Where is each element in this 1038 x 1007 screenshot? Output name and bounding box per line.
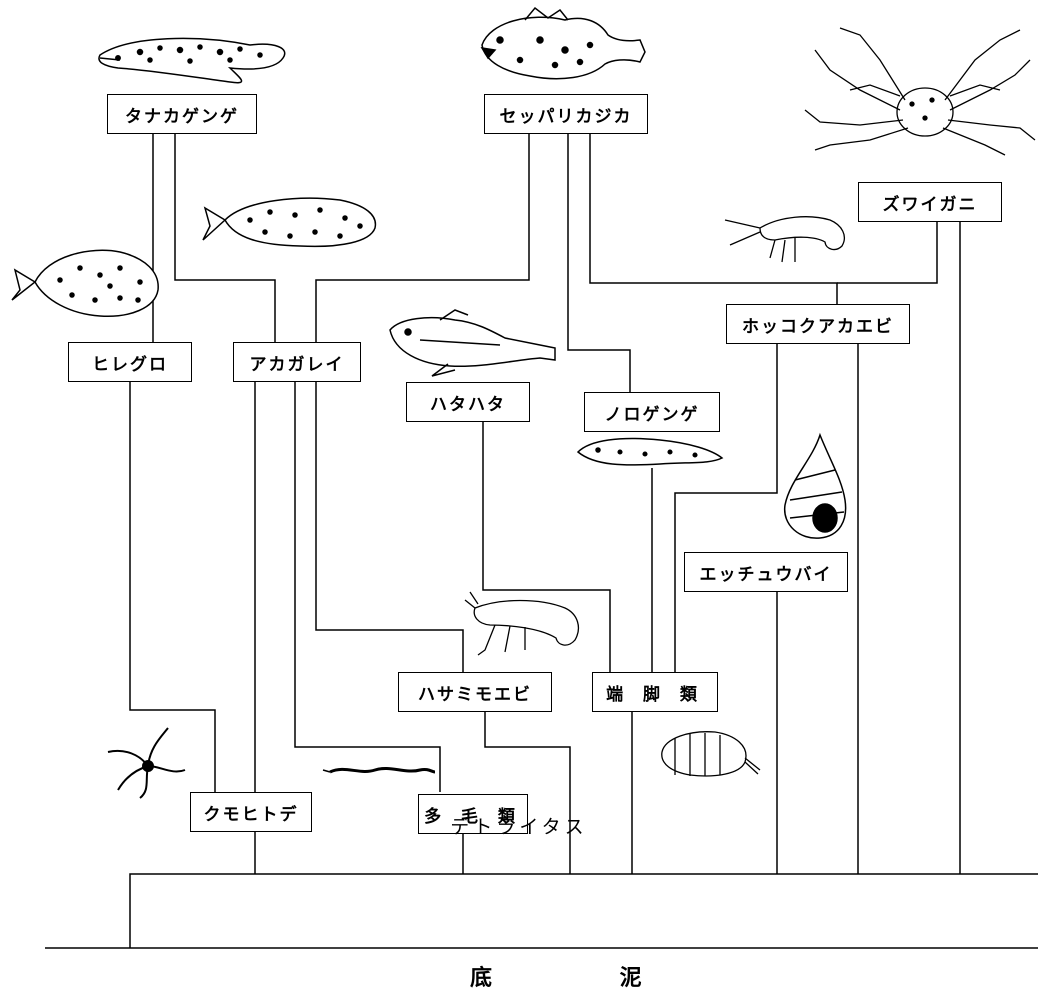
- node-hasami: ハサミモエビ: [398, 672, 552, 712]
- node-label: エッチュウバイ: [700, 560, 833, 585]
- node-label: ホッコクアカエビ: [742, 312, 894, 337]
- node-tanakagenge: タナカゲンゲ: [107, 94, 257, 134]
- brittle-star-icon: [108, 728, 185, 798]
- node-label: ハタハタ: [430, 390, 506, 415]
- node-zuwaigani: ズワイガニ: [858, 182, 1002, 222]
- node-label: タナカゲンゲ: [125, 102, 239, 127]
- detritus-label: デトライタス: [0, 812, 1038, 839]
- detritus-box-outline: [130, 874, 1038, 948]
- node-label: アカガレイ: [250, 350, 345, 375]
- shrimp-icon: [725, 217, 844, 262]
- mysid-shrimp-icon: [465, 592, 578, 655]
- polychaete-worm-icon: [323, 768, 435, 772]
- node-ecchu: エッチュウバイ: [684, 552, 848, 592]
- node-hiregro: ヒレグロ: [68, 342, 192, 382]
- node-label: ノロゲンゲ: [605, 400, 700, 425]
- sculpin-icon: [482, 8, 645, 79]
- node-tankyaku: 端 脚 類: [592, 672, 718, 712]
- node-seppari: セッパリカジカ: [484, 94, 648, 134]
- node-norogenge: ノロゲンゲ: [584, 392, 720, 432]
- amphipod-icon: [662, 732, 760, 776]
- mud-label: 底 泥: [470, 960, 702, 992]
- node-hatahata: ハタハタ: [406, 382, 530, 422]
- node-label: ハサミモエビ: [418, 680, 532, 705]
- sandfish-icon: [390, 310, 555, 376]
- node-label: セッパリカジカ: [500, 102, 633, 127]
- snailfish-icon: [99, 38, 285, 82]
- node-label: ヒレグロ: [92, 350, 168, 375]
- node-hokkoku: ホッコクアカエビ: [726, 304, 910, 344]
- sole-icon: [12, 250, 158, 316]
- whelk-icon: [785, 435, 846, 538]
- node-label: ズワイガニ: [883, 190, 978, 215]
- node-label: 端 脚 類: [606, 680, 704, 705]
- node-akagarei: アカガレイ: [233, 342, 361, 382]
- eelpout-icon: [578, 439, 722, 465]
- flounder-icon: [203, 198, 375, 246]
- snow-crab-icon: [805, 28, 1035, 155]
